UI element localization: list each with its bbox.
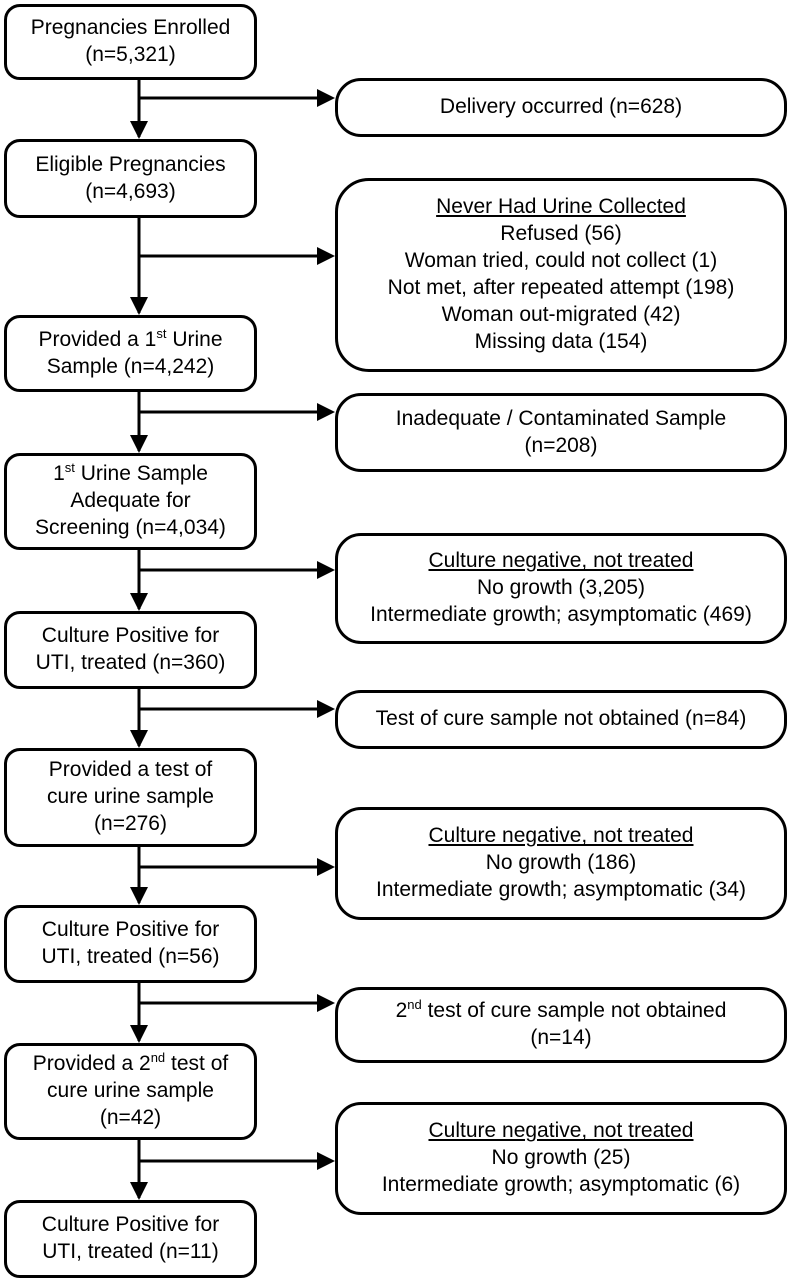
text-line: UTI, treated (n=11)	[42, 1240, 219, 1263]
box-culture-negative-1: Culture negative, not treated No growth …	[335, 533, 787, 644]
arrow-first-urine-to-adequate	[130, 392, 335, 453]
text-line: Culture Positive for	[41, 624, 220, 648]
text-line: Not met, after repeated attempt (198)	[387, 276, 735, 299]
text-line: Intermediate growth; asymptomatic (34)	[376, 877, 746, 901]
text-line: Test of cure sample not obtained (n=84)	[375, 707, 747, 731]
box-first-urine-adequate: 1st Urine Sample Adequate for Screening …	[4, 453, 257, 550]
text-segment: Urine	[166, 327, 223, 351]
arrow-enrolled-to-eligible	[130, 80, 335, 139]
box-title: Never Had Urine Collected	[436, 195, 686, 219]
box-second-test-not-obtained: 2nd test of cure sample not obtained (n=…	[335, 987, 787, 1063]
text-segment: 1	[53, 462, 65, 486]
text-line: (n=276)	[94, 811, 167, 835]
text-line: Inadequate / Contaminated Sample	[395, 406, 727, 430]
text-line: Intermediate growth; asymptomatic (6)	[381, 1172, 741, 1196]
text-line: (n=14)	[530, 1026, 592, 1049]
box-culture-negative-3: Culture negative, not treated No growth …	[335, 1102, 787, 1215]
text-line: Missing data (154)	[474, 329, 648, 353]
text-line: cure urine sample	[47, 785, 214, 809]
box-eligible-pregnancies: Eligible Pregnancies (n=4,693)	[4, 139, 257, 218]
box-title: Culture negative, not treated	[428, 1119, 694, 1143]
text-line: UTI, treated (n=56)	[41, 945, 220, 968]
box-title: Culture negative, not treated	[428, 824, 694, 848]
box-delivery-occurred: Delivery occurred (n=628)	[335, 78, 787, 137]
text-line: Culture Positive for	[41, 1213, 220, 1237]
box-test-of-cure-not-obtained: Test of cure sample not obtained (n=84)	[335, 690, 787, 749]
text-line: No growth (25)	[491, 1146, 631, 1170]
text-line: Woman tried, could not collect (1)	[404, 249, 718, 273]
text-line: Pregnancies Enrolled	[30, 16, 231, 40]
text-segment: Provided a 1	[38, 327, 157, 351]
text-line: No growth (186)	[485, 851, 637, 875]
text-line: Sample (n=4,242)	[46, 354, 215, 378]
text-line: Eligible Pregnancies	[35, 152, 226, 176]
text-line: (n=208)	[524, 433, 598, 457]
box-inadequate-sample: Inadequate / Contaminated Sample (n=208)	[335, 393, 787, 472]
text-segment: Provided a 2	[32, 1052, 151, 1076]
text-line: Screening (n=4,034)	[35, 515, 226, 539]
text-line: UTI, treated (n=360)	[35, 651, 226, 674]
text-line: No growth (3,205)	[476, 576, 646, 600]
text-line: 2nd test of cure sample not obtained	[396, 998, 727, 1025]
text-line: (n=5,321)	[85, 43, 176, 66]
box-provided-first-urine: Provided a 1st Urine Sample (n=4,242)	[4, 315, 257, 392]
ordinal-superscript: nd	[150, 1050, 166, 1066]
box-pregnancies-enrolled: Pregnancies Enrolled (n=5,321)	[4, 4, 257, 80]
text-line: 1st Urine Sample	[53, 461, 208, 488]
text-line: Provided a test of	[48, 758, 213, 782]
box-title: Culture negative, not treated	[428, 549, 694, 573]
ordinal-superscript: st	[64, 460, 75, 476]
box-culture-positive-360: Culture Positive for UTI, treated (n=360…	[4, 611, 257, 689]
arrow-eligible-to-first-urine	[130, 218, 335, 315]
text-line: (n=4,693)	[85, 179, 176, 203]
box-never-had-urine-collected: Never Had Urine Collected Refused (56) W…	[335, 178, 787, 372]
box-culture-positive-11: Culture Positive for UTI, treated (n=11)	[4, 1200, 257, 1278]
arrow-adequate-to-culture-positive-360	[130, 550, 335, 611]
text-line: Delivery occurred (n=628)	[439, 95, 683, 119]
text-line: (n=42)	[99, 1105, 162, 1129]
text-line: Intermediate growth; asymptomatic (469)	[370, 602, 752, 626]
arrow-second-test-to-culture-positive-11	[130, 1140, 335, 1200]
text-line: Provided a 1st Urine	[38, 327, 222, 354]
text-line: Refused (56)	[500, 222, 622, 246]
text-line: Provided a 2nd test of	[33, 1051, 228, 1078]
text-segment: Urine Sample	[74, 462, 208, 486]
ordinal-superscript: st	[156, 325, 167, 341]
box-culture-negative-2: Culture negative, not treated No growth …	[335, 807, 787, 920]
text-segment: test of cure sample not obtained	[421, 999, 727, 1023]
arrow-test-of-cure-to-culture-positive-56	[130, 847, 335, 905]
text-line: Adequate for	[70, 489, 191, 513]
text-line: Woman out-migrated (42)	[441, 302, 681, 326]
text-segment: test of	[165, 1052, 229, 1076]
text-segment: 2	[395, 999, 408, 1023]
box-provided-test-of-cure: Provided a test of cure urine sample (n=…	[4, 748, 257, 847]
ordinal-superscript: nd	[407, 997, 422, 1013]
box-culture-positive-56: Culture Positive for UTI, treated (n=56)	[4, 905, 257, 983]
text-line: cure urine sample	[47, 1079, 214, 1103]
arrow-culture-positive-56-to-second-test	[130, 983, 335, 1043]
box-provided-second-test: Provided a 2nd test of cure urine sample…	[4, 1043, 257, 1140]
text-line: Culture Positive for	[41, 918, 220, 942]
arrow-culture-positive-360-to-test-of-cure	[130, 689, 335, 748]
